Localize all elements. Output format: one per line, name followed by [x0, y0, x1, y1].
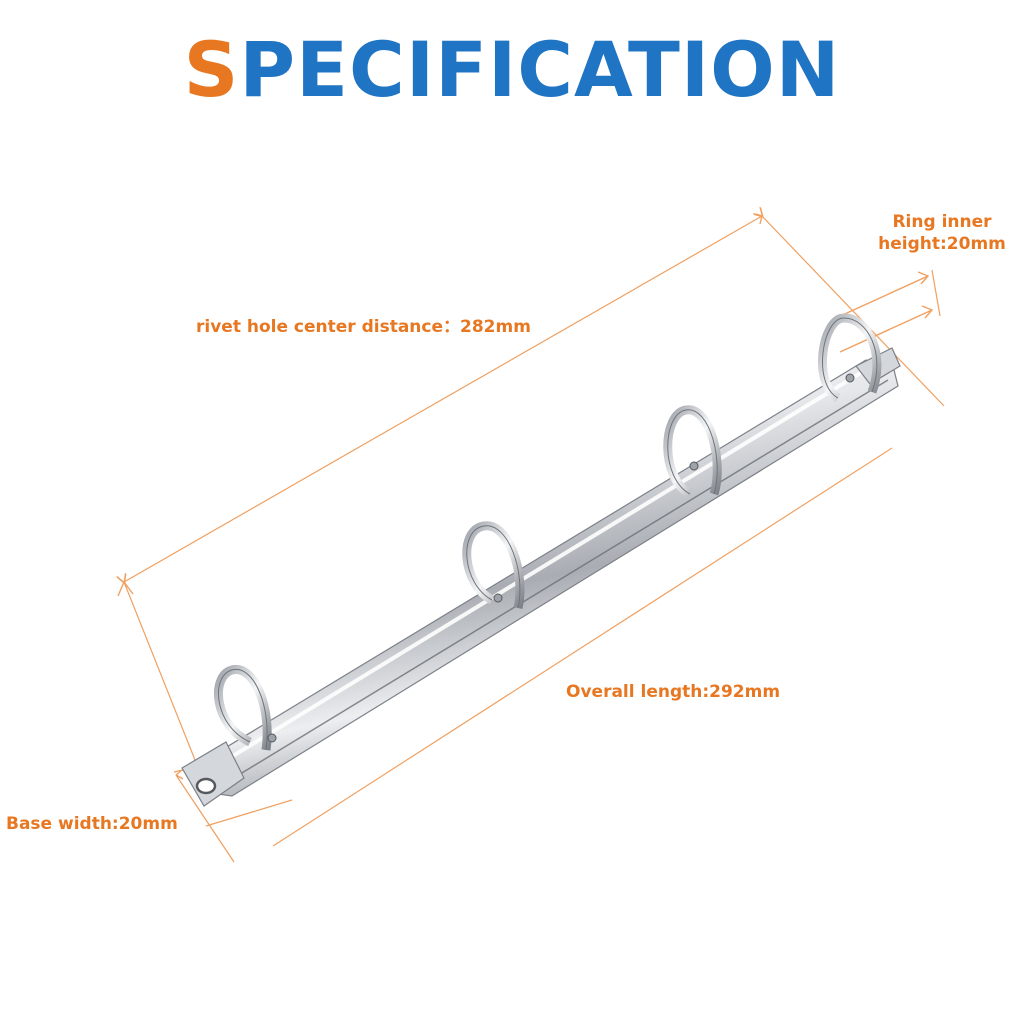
- page-title-rest: PECIFICATION: [239, 25, 841, 114]
- overall-length-label: Overall length:292mm: [566, 682, 781, 702]
- rivet-right: [845, 373, 855, 383]
- page-title-first-letter: S: [183, 25, 240, 114]
- binder-bar: [181, 347, 901, 807]
- rivet-distance-label: rivet hole center distance：282mm: [196, 317, 531, 337]
- page-title: SPECIFICATION: [0, 32, 1024, 108]
- binder-ring-2: [462, 521, 525, 609]
- binder-ring-4: [818, 313, 882, 402]
- binder-ring-1: [214, 665, 277, 751]
- rivet-distance-dimension: [118, 214, 945, 781]
- ring-height-label: Ring inner height:20mm: [878, 212, 1006, 254]
- ring-height-dimension: [835, 269, 941, 353]
- base-width-label: Base width:20mm: [6, 814, 178, 834]
- overall-length-dimension: [272, 447, 893, 847]
- binder-ring-3: [663, 405, 722, 498]
- rivet-hole-left: [195, 777, 217, 795]
